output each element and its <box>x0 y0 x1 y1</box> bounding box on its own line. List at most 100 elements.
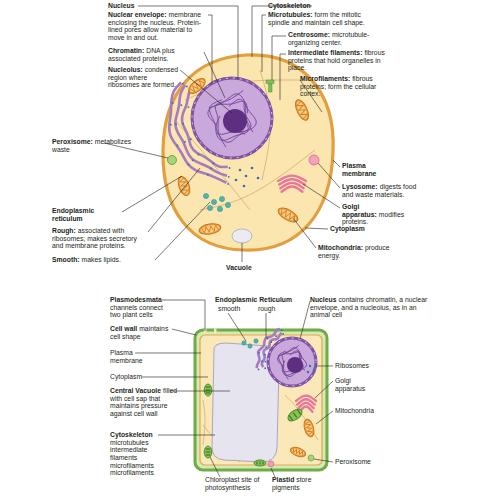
label-block: Chromatin:DNA plus associated proteins. <box>108 47 203 62</box>
plant-cell <box>195 329 327 471</box>
label-block: Rough:associated with ribosomes; makes s… <box>52 227 147 250</box>
chloroplast <box>204 384 212 396</box>
part-name: Lysosome: <box>342 183 378 190</box>
label-block: Endoplasmic reticulum <box>52 207 122 222</box>
label-block: Smooth:makes lipids. <box>52 256 152 264</box>
label-block: Microtubules:form the mitotic spindle an… <box>268 11 378 26</box>
part-name: Endoplasmic reticulum <box>52 207 122 222</box>
label-block: Vacuole <box>226 264 266 272</box>
label-block: Plastidstore pigments <box>272 476 327 491</box>
ribosomes <box>235 167 260 188</box>
chloroplast <box>286 407 304 424</box>
leader-line <box>170 391 230 392</box>
leader-line <box>172 329 196 335</box>
lysosome <box>309 155 319 165</box>
label-block: Centrosome:microtubule-organizing center… <box>288 31 388 46</box>
part-description: channels connect two plant cells <box>110 304 163 319</box>
label-block: Chloroplast site of photosynthesis <box>205 476 265 491</box>
leader-line <box>315 381 333 398</box>
part-description: Cytoplasm <box>110 373 142 380</box>
leader-line <box>208 15 212 84</box>
smooth-er <box>242 339 258 348</box>
leader-line <box>210 457 220 477</box>
mitochondrion <box>289 446 307 459</box>
part-name: Centrosome: <box>288 31 330 38</box>
leader-line <box>317 366 333 367</box>
mitochondrion <box>198 222 221 236</box>
chloroplast <box>254 460 266 466</box>
part-name: Rough: <box>52 227 76 234</box>
label-block: Nucleolus:condensed region where ribosom… <box>108 66 178 89</box>
part-description: microtubules intermediate filaments micr… <box>110 439 154 477</box>
label-block: Mitochondria <box>335 407 395 415</box>
label-block: Nucleus <box>108 2 188 10</box>
leader-line <box>314 459 333 462</box>
part-description: Ribosomes <box>335 362 369 369</box>
label-block: Central Vacuolefilled with cell sap that… <box>110 387 190 418</box>
part-name: Microtubules: <box>268 11 313 18</box>
part-name: Plastid <box>272 476 294 483</box>
chloroplast <box>204 446 212 458</box>
part-description: Chloroplast site of photosynthesis <box>205 476 259 491</box>
label-block: Golgi apparatus <box>335 377 380 392</box>
leader-line <box>104 143 168 158</box>
vacuole <box>232 229 252 243</box>
part-name: Nuclear envelope: <box>108 11 167 18</box>
leader-line <box>262 15 266 72</box>
part-name: Peroxisome: <box>52 138 93 145</box>
part-description: Plasma membrane <box>110 349 143 364</box>
plastid <box>268 461 274 467</box>
peroxisome <box>168 156 177 165</box>
label-block: rough <box>258 305 288 313</box>
nucleus <box>268 338 316 386</box>
leader-line <box>142 377 208 378</box>
part-name: Central Vacuole <box>110 387 161 394</box>
part-description: makes lipids. <box>82 256 121 263</box>
label-block: Endoplasmic Reticulum <box>215 296 305 304</box>
part-name: Mitochondria: <box>318 244 363 251</box>
peroxisome <box>308 455 314 461</box>
label-block: Peroxisome:metabolizes waste <box>52 138 110 153</box>
part-name: Nucleus <box>108 2 134 9</box>
part-name: Chromatin: <box>108 47 144 54</box>
label-block: Nucleuscontains chromatin, a nuclear env… <box>310 296 430 319</box>
part-description: Mitochondria <box>335 407 374 414</box>
leader-line <box>318 163 340 188</box>
label-block: Intermediate filaments:fibrous proteins … <box>288 49 388 72</box>
golgi-apparatus <box>278 176 306 192</box>
label-block: Lysosome:digests food and waste material… <box>342 183 422 198</box>
part-name: Microfilaments: <box>300 75 350 82</box>
part-name: Plasma membrane <box>342 162 376 177</box>
mitochondrion <box>186 76 208 97</box>
part-name: Plasmodesmata <box>110 296 175 304</box>
leader-line <box>228 313 246 341</box>
part-description: Golgi apparatus <box>335 377 365 392</box>
label-block: smooth <box>218 305 248 313</box>
mitochondrion <box>276 205 300 225</box>
cytoskeleton-fibers <box>175 70 315 210</box>
label-block: Cytoplasm <box>330 225 390 233</box>
part-name: Vacuole <box>226 264 252 271</box>
leader-line <box>122 176 182 212</box>
label-block: Plasmodesmatachannels connect two plant … <box>110 296 175 319</box>
smooth-er <box>203 193 230 211</box>
leader-line <box>300 301 310 339</box>
part-name: Cytoplasm <box>330 225 365 232</box>
leader-line <box>303 184 340 208</box>
leader-line <box>333 160 340 167</box>
part-name: Cell wall <box>110 325 137 332</box>
mitochondrion <box>293 98 311 122</box>
label-block: Golgi apparatus:modifies proteins. <box>342 203 422 226</box>
leader-line <box>280 54 286 100</box>
leader-line <box>162 300 205 331</box>
part-name: Smooth: <box>52 256 80 263</box>
part-name: Intermediate filaments: <box>288 49 362 56</box>
part-name: Golgi apparatus: <box>342 203 377 218</box>
label-block: Cytoskeletonmicrotubules intermediate fi… <box>110 431 165 477</box>
part-name: Nucleolus: <box>108 66 143 73</box>
mitochondrion <box>302 418 315 438</box>
label-block: Cytoplasm <box>110 373 170 381</box>
